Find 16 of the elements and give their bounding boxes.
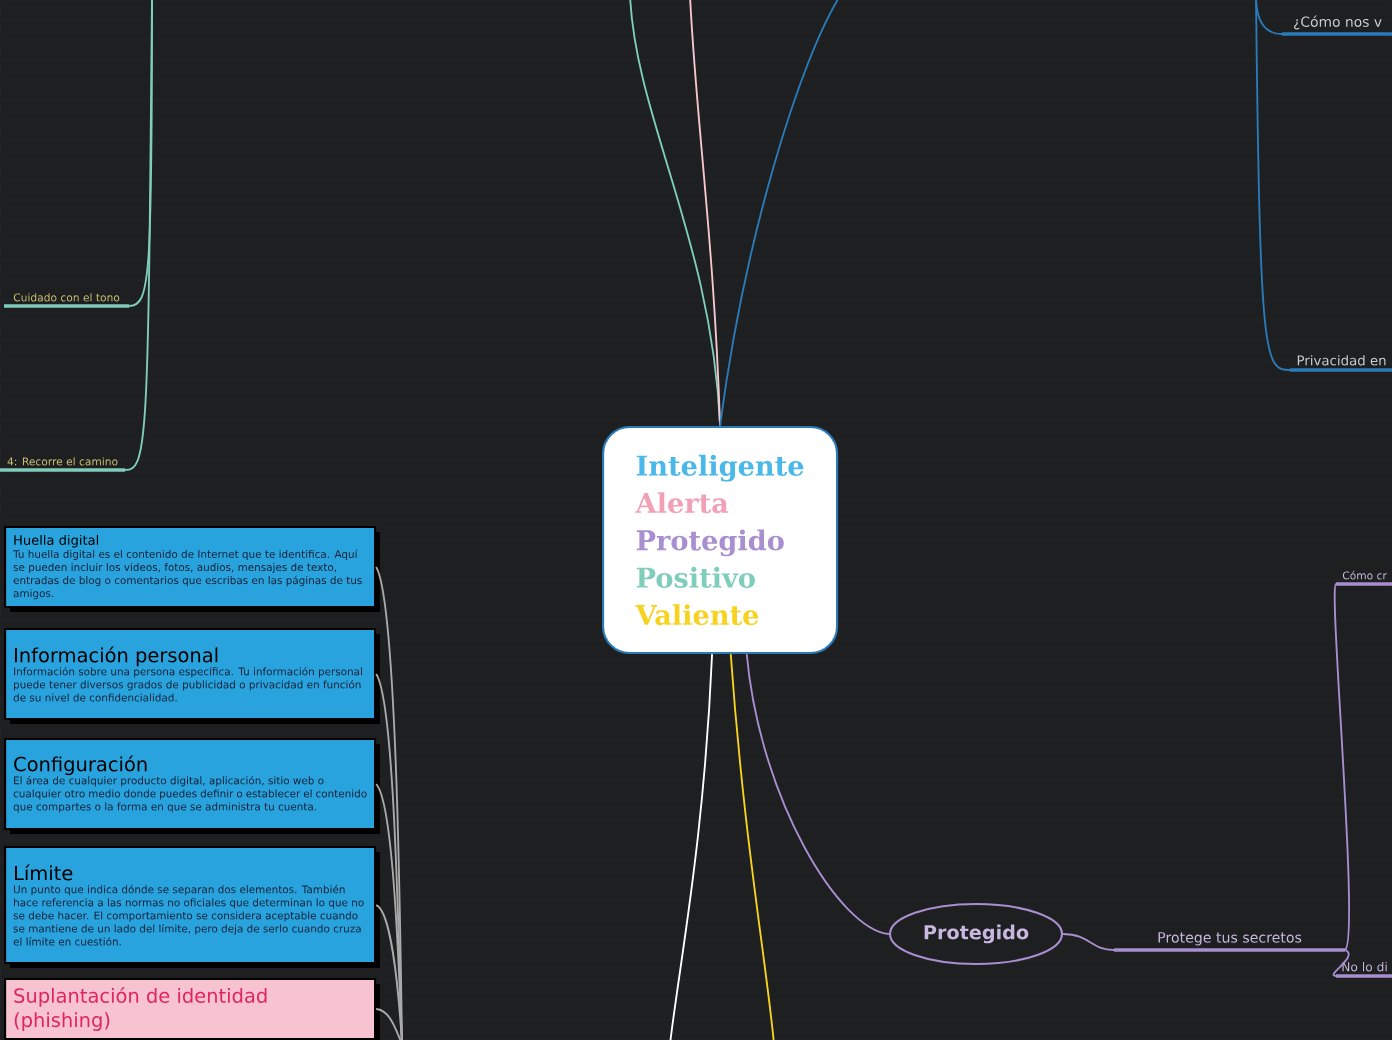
branch-line: [124, 0, 153, 471]
branch-line: [719, 0, 841, 427]
branch-line: [1333, 583, 1350, 951]
branch-line: [1332, 949, 1350, 977]
branch-line: [375, 1008, 403, 1040]
branch-line: [689, 0, 721, 427]
branch-line: [375, 904, 403, 1040]
branch-line: [1062, 933, 1115, 951]
branch-line: [375, 783, 403, 1040]
branch-line: [1255, 0, 1283, 35]
branch-line: [1255, 0, 1291, 371]
branch-line: [669, 653, 713, 1040]
branch-line: [729, 653, 775, 1040]
branch-line: [745, 653, 890, 935]
center-box: Inteligente Alerta Protegido Positivo Valiente: [602, 426, 839, 655]
definition-card: Suplantación de identidad (phishing): [4, 978, 380, 1040]
